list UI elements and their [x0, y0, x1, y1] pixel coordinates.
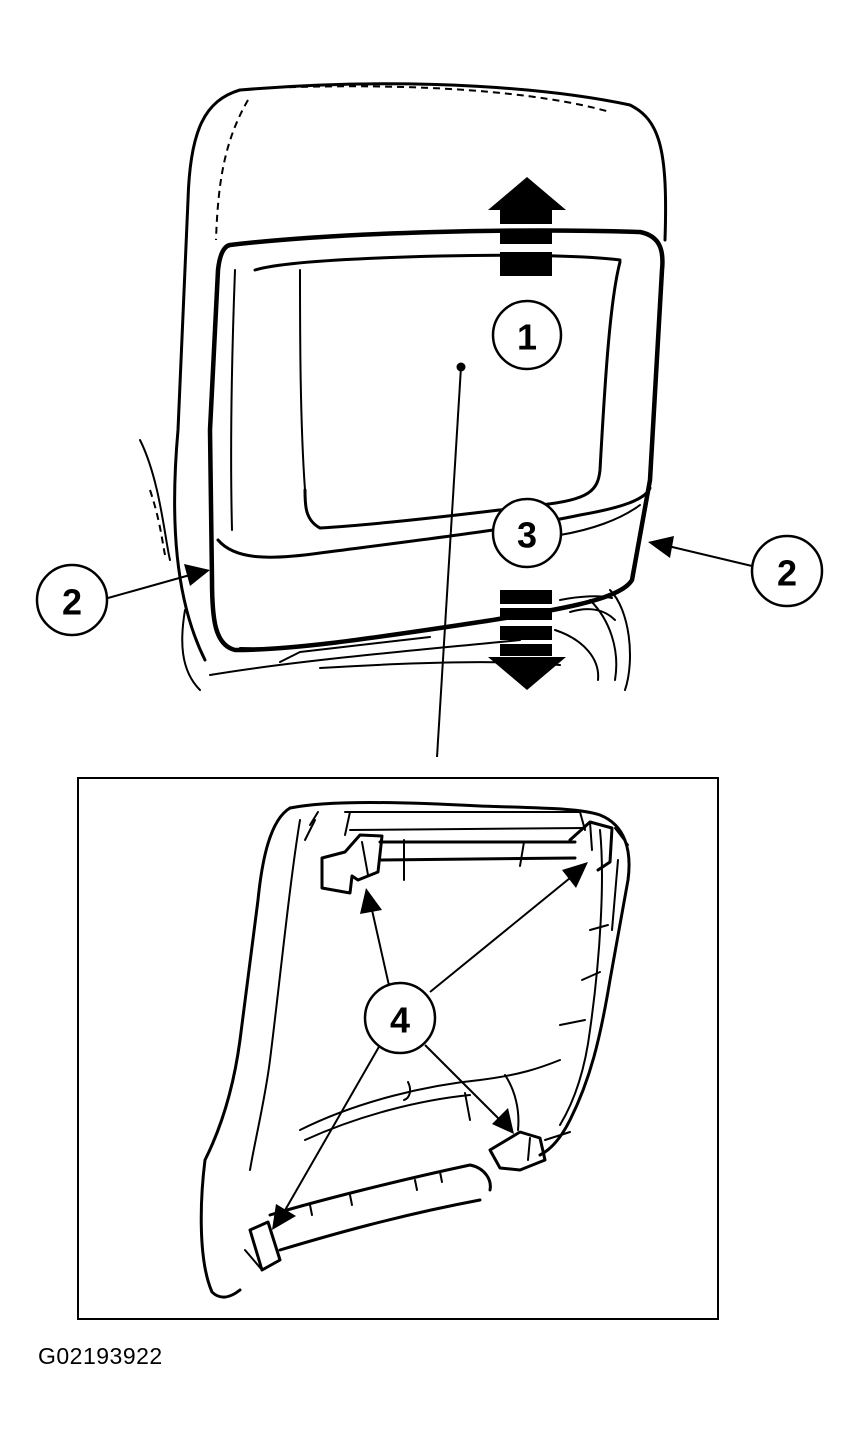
- callout-1: 1: [491, 299, 563, 371]
- callout-2-left-pointer: [107, 564, 210, 599]
- callout-3: 3: [491, 497, 563, 569]
- callout-4-label: 4: [390, 1000, 410, 1041]
- callout-2-right-pointer: [648, 536, 753, 567]
- callout-2-right-label: 2: [777, 553, 797, 594]
- down-arrow: [488, 590, 566, 690]
- headrest-illustration: [207, 228, 665, 663]
- callout-2-right: 2: [750, 534, 824, 608]
- seat-back-illustration: [139, 82, 668, 691]
- up-arrow: [488, 177, 566, 276]
- inset-leader: [436, 362, 466, 758]
- callout-2-left-label: 2: [62, 582, 82, 623]
- callout-4-pointers: [272, 862, 588, 1230]
- callout-4: 4: [363, 981, 437, 1055]
- callout-3-label: 3: [517, 515, 537, 556]
- callout-1-label: 1: [517, 317, 537, 358]
- callout-2-left: 2: [35, 563, 109, 637]
- figure-id-label: G02193922: [38, 1343, 163, 1369]
